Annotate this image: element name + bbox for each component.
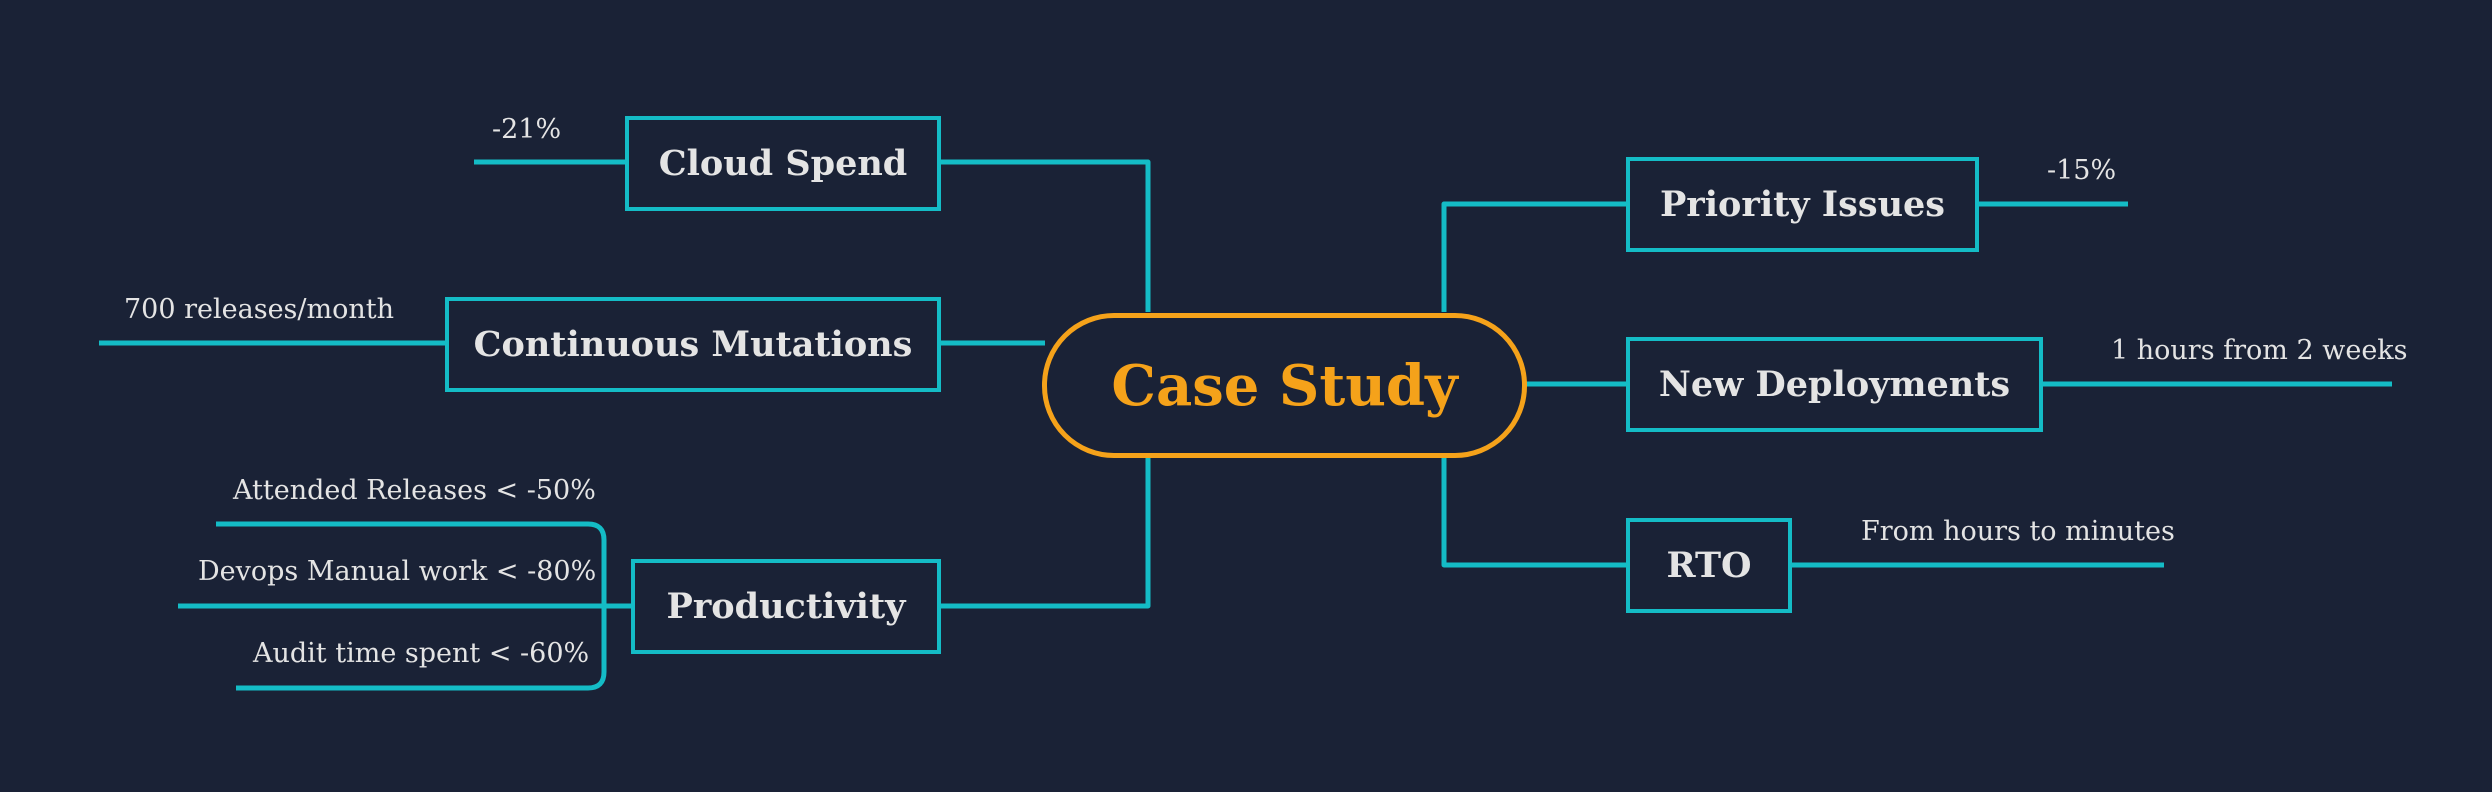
connector-center-priority-issues — [1441, 201, 1628, 312]
node-label: Priority Issues — [1659, 184, 1946, 225]
node-productivity[interactable]: Productivity — [631, 559, 941, 654]
leaf-label-cloud-spend: -21% — [492, 114, 562, 145]
center-node-case-study[interactable]: Case Study — [1042, 313, 1527, 458]
node-label: Cloud Spend — [658, 143, 908, 184]
node-rto[interactable]: RTO — [1626, 518, 1792, 613]
node-label: Productivity — [666, 586, 906, 627]
leaf-label-continuous-mutations: 700 releases/month — [124, 294, 394, 325]
leaf-label-audit-time-spent: Audit time spent < -60% — [253, 638, 590, 669]
node-label: New Deployments — [1658, 364, 2011, 405]
connector-center-rto — [1441, 458, 1628, 568]
node-priority-issues[interactable]: Priority Issues — [1626, 157, 1979, 252]
leaf-label-priority-issues: -15% — [2047, 155, 2117, 186]
connector-center-cloud-spend — [938, 159, 1151, 312]
leaf-label-attended-releases: Attended Releases < -50% — [233, 475, 596, 506]
node-new-deployments[interactable]: New Deployments — [1626, 337, 2043, 432]
center-node-label: Case Study — [1111, 352, 1458, 419]
node-continuous-mutations[interactable]: Continuous Mutations — [445, 297, 941, 392]
leaf-label-rto: From hours to minutes — [1861, 516, 2175, 547]
leaf-label-new-deployments: 1 hours from 2 weeks — [2111, 335, 2408, 366]
node-label: RTO — [1666, 545, 1752, 586]
node-cloud-spend[interactable]: Cloud Spend — [625, 116, 941, 211]
node-label: Continuous Mutations — [473, 324, 913, 365]
connector-center-productivity — [938, 458, 1151, 609]
leaf-label-devops-manual-work: Devops Manual work < -80% — [198, 556, 597, 587]
